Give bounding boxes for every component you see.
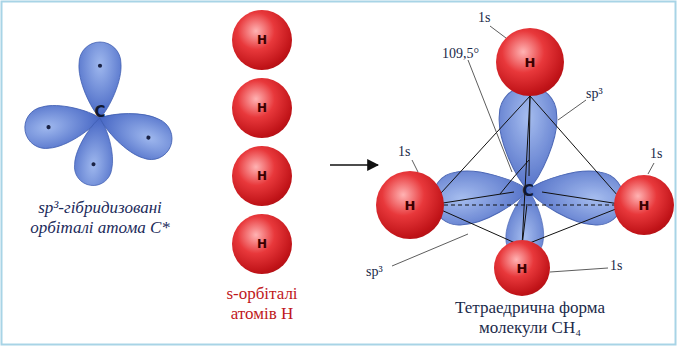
atom-symbol: C — [94, 103, 105, 121]
atom-symbol: H — [517, 261, 528, 276]
atom-symbol: C — [522, 181, 534, 200]
bond-orbitals — [429, 86, 626, 259]
hydrogen-sphere: H — [614, 175, 674, 235]
angle-label: 109,5° — [442, 46, 479, 62]
hydrogen-sphere: H — [494, 240, 550, 296]
atom-symbol: H — [257, 169, 267, 183]
atom-symbol: H — [257, 33, 267, 47]
hydrogen-sphere: H — [232, 78, 292, 138]
leader-lines — [392, 26, 654, 272]
atom-symbol: H — [257, 237, 267, 251]
hydrogen-sphere: H — [232, 146, 292, 206]
orbital-label: sp³ — [586, 86, 603, 102]
orbital-label: 1s — [610, 258, 622, 274]
caption: sp³-гібридизовані орбіталі атома С* — [15, 198, 185, 237]
orbital-label: 1s — [398, 144, 410, 160]
hydrogen-sphere: H — [376, 171, 444, 239]
carbon-atom: C — [88, 100, 112, 124]
hydrogen-sphere: H — [232, 10, 292, 70]
reaction-arrow — [330, 164, 378, 166]
hydrogen-sphere: H — [496, 28, 564, 96]
orbital-label: 1s — [650, 146, 662, 162]
atom-symbol: H — [525, 55, 536, 70]
hydrogen-sphere: H — [232, 214, 292, 274]
caption: s-орбіталі атомів Н — [202, 284, 322, 323]
atom-symbol: H — [639, 198, 650, 213]
carbon-atom: C — [515, 177, 541, 203]
atom-symbol: H — [405, 198, 416, 213]
sp3-orbitals — [21, 42, 178, 188]
orbital-label: 1s — [478, 10, 490, 26]
caption: Тетраедрична форма молекули CH₄ — [425, 298, 635, 337]
orbital-label: sp³ — [366, 264, 383, 280]
atom-symbol: H — [257, 101, 267, 115]
tetrahedron — [430, 96, 626, 246]
